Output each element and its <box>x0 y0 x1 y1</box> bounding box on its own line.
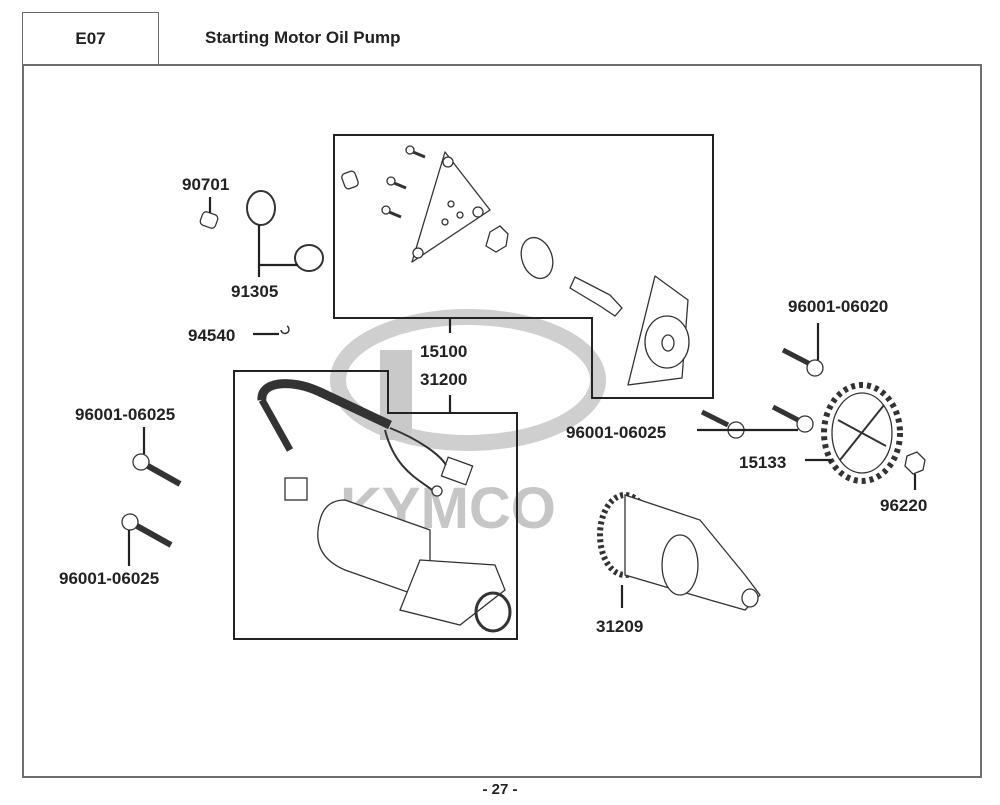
starting-motor-group-box <box>233 370 518 640</box>
nut-icon <box>904 451 926 475</box>
kymco-watermark: KYMCO <box>330 309 606 541</box>
part-label-96001-06025-right: 96001-06025 <box>566 423 666 442</box>
part-label-96001-06025-left-bottom: 96001-06025 <box>59 569 159 588</box>
screw-icon <box>405 145 426 159</box>
dowel-pin-icon <box>341 170 359 190</box>
connector-icon <box>284 477 308 501</box>
motor-flange-icon <box>399 559 506 626</box>
flange-bolt-icon <box>781 347 824 377</box>
sprocket-icon <box>821 382 903 484</box>
starting-motor-parts <box>257 379 512 633</box>
page-title: Starting Motor Oil Pump <box>205 28 401 47</box>
section-code: E07 <box>22 12 159 64</box>
screw-icon <box>381 205 402 219</box>
part-label-94540: 94540 <box>188 326 235 345</box>
part-label-15100: 15100 <box>420 342 467 361</box>
section-code-text: E07 <box>75 28 106 48</box>
leader-91305 <box>257 225 298 267</box>
motor-cable <box>257 379 392 430</box>
part-label-96001-06025-left-top: 96001-06025 <box>75 405 175 424</box>
part-label-15133: 15133 <box>739 453 786 472</box>
screw-icon <box>386 176 407 190</box>
o-ring-icon <box>246 190 276 226</box>
oil-pump-group-box <box>333 134 714 399</box>
inner-rotor-icon <box>485 225 509 253</box>
part-label-91305: 91305 <box>231 282 278 301</box>
part-label-31209: 31209 <box>596 617 643 636</box>
flange-bolt-icon <box>132 453 182 487</box>
o-ring-icon <box>294 244 324 272</box>
part-label-90701: 90701 <box>182 175 229 194</box>
dowel-pin-90701-icon <box>199 211 219 229</box>
part-label-96220: 96220 <box>880 496 927 515</box>
part-label-96001-06020: 96001-06020 <box>788 297 888 316</box>
motor-body-icon <box>317 499 431 601</box>
outer-rotor-icon <box>520 236 554 280</box>
part-label-31200: 31200 <box>420 370 467 389</box>
pump-shaft-icon <box>569 276 623 317</box>
connector-icon <box>440 456 474 486</box>
watermark-ring <box>330 309 606 451</box>
starter-clutch-gear-icon <box>597 492 761 611</box>
oil-pump-parts <box>341 145 690 386</box>
page-number: - 27 - <box>482 781 518 798</box>
motor-o-ring-icon <box>474 591 512 633</box>
flange-bolt-icon <box>700 409 745 439</box>
diagram-frame <box>22 64 982 778</box>
flange-bolt-icon <box>771 404 814 433</box>
clip-icon <box>280 325 290 335</box>
